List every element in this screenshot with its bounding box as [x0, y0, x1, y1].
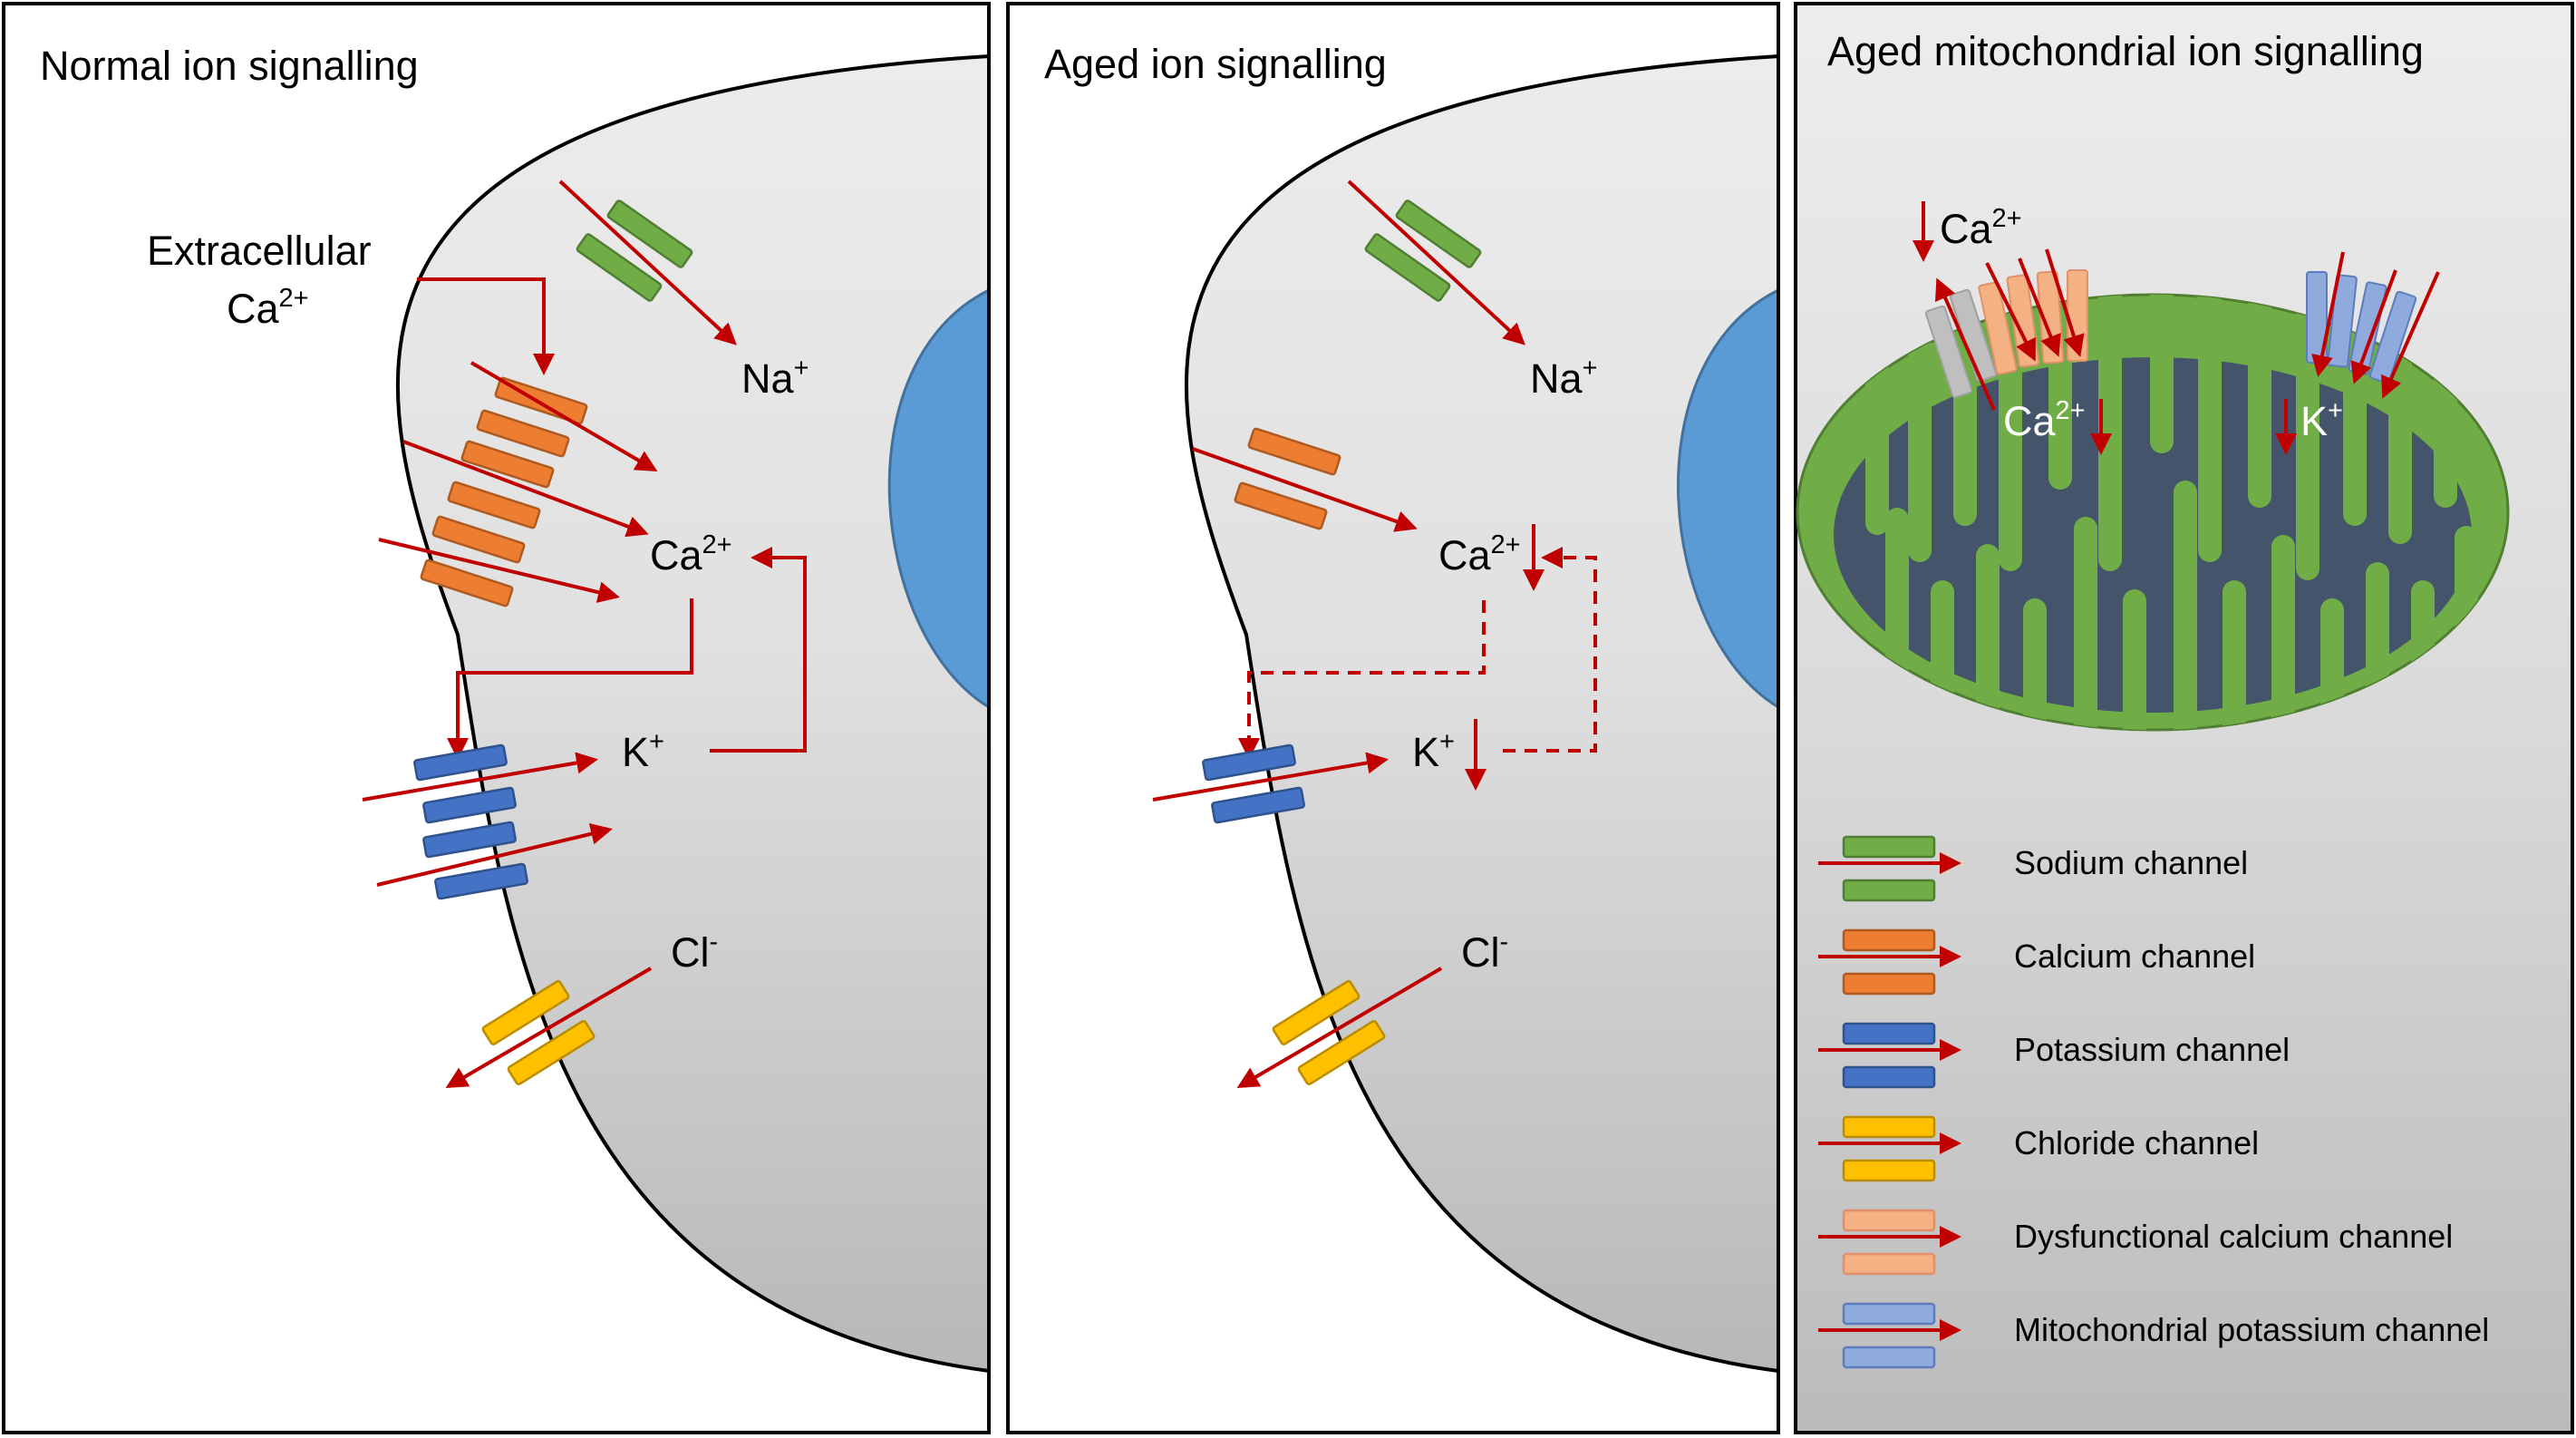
chloride-arrow-aged	[1236, 967, 1443, 1089]
mito-potassium-in-arrow-3	[2381, 271, 2440, 399]
legend-item: Mitochondrial potassium channel	[1818, 1302, 2489, 1369]
legend-item: Sodium channel	[1818, 835, 2248, 902]
nucleus-aged	[1677, 288, 1778, 709]
calcium-arrow-2	[402, 440, 649, 538]
extracellular-arrow	[417, 277, 555, 375]
legend-item: Chloride channel	[1818, 1115, 2259, 1182]
legend-swatch	[1842, 1346, 1936, 1369]
sodium-arrow-aged	[1347, 180, 1525, 345]
legend-label: Mitochondrial potassium channel	[2014, 1311, 2489, 1348]
legend-swatch	[1842, 1115, 1936, 1139]
potassium-to-calcium-arrow	[710, 547, 807, 753]
potassium-arrow-aged	[1152, 752, 1389, 802]
legend-label: Calcium channel	[2014, 938, 2255, 975]
panel-mitochondria: Aged mitochondrial ion signalling	[1794, 2, 2574, 1434]
chloride-label: Cl-	[671, 928, 718, 976]
legend-label: Chloride channel	[2014, 1124, 2259, 1161]
calcium-to-potassium-arrow	[447, 598, 693, 760]
legend-swatch	[1842, 1252, 1936, 1276]
cell-membrane-normal	[396, 53, 989, 1374]
panel-aged-border	[1006, 2, 1780, 1434]
mitochondrion	[1796, 293, 2510, 732]
panel-mito-title: Aged mitochondrial ion signalling	[1827, 28, 2424, 74]
panel-aged-title: Aged ion signalling	[1044, 41, 1387, 87]
legend-label: Sodium channel	[2014, 844, 2248, 881]
mito-cytosol-calcium-label: Ca2+	[1940, 204, 2022, 252]
sodium-label: Na+	[741, 354, 809, 402]
sodium-label-aged: Na+	[1530, 354, 1597, 402]
legend-item: Calcium channel	[1818, 928, 2255, 996]
legend-swatch	[1842, 928, 1936, 952]
legend-label: Dysfunctional calcium channel	[2014, 1218, 2453, 1255]
mito-calcium-in-arrow-3	[2045, 248, 2085, 357]
mito-potassium-in-arrow-1	[2311, 251, 2345, 377]
mito-matrix-potassium-label: K+	[2300, 396, 2343, 444]
potassium-arrow-2	[376, 822, 613, 887]
legend-swatch	[1842, 1022, 1936, 1045]
sodium-arrow	[558, 180, 737, 345]
calcium-to-potassium-dashed-arrow	[1238, 600, 1486, 760]
panel-normal: Normal ion signalling Na+ Extracellular …	[2, 2, 991, 1434]
panel-aged: Aged ion signalling Na+ Ca2+ K+ Cl-	[1006, 2, 1780, 1434]
panel-normal-border	[2, 2, 991, 1434]
potassium-label-aged: K+	[1412, 727, 1455, 775]
panel-normal-title: Normal ion signalling	[40, 43, 419, 89]
potassium-to-calcium-dashed-arrow	[1503, 547, 1597, 753]
legend-swatch	[1842, 1159, 1936, 1182]
potassium-label: K+	[622, 727, 664, 775]
legend-swatch	[1842, 1209, 1936, 1232]
nucleus-normal	[887, 288, 989, 709]
calcium-arrow-aged	[1192, 447, 1418, 532]
mito-calcium-out-arrow	[1935, 277, 1996, 411]
extracellular-label: Extracellular	[147, 228, 372, 274]
legend-item: Dysfunctional calcium channel	[1818, 1209, 2453, 1276]
mito-calcium-in-arrow-2	[2018, 257, 2061, 357]
chloride-arrow	[445, 967, 653, 1089]
legend-swatch	[1842, 879, 1936, 902]
legend-swatch	[1842, 1302, 1936, 1326]
legend-label: Potassium channel	[2014, 1031, 2290, 1068]
calcium-arrow-1	[470, 361, 658, 472]
mito-potassium-in-arrow-2	[2350, 269, 2397, 384]
mito-calcium-in-arrow-1	[1985, 262, 2036, 362]
chloride-label-aged: Cl-	[1461, 928, 1508, 976]
mito-matrix-calcium-label: Ca2+	[2003, 396, 2086, 444]
calcium-label: Ca2+	[650, 530, 732, 578]
extracellular-calcium-label: Ca2+	[227, 284, 309, 332]
legend-swatch	[1842, 835, 1936, 859]
legend-swatch	[1842, 1065, 1936, 1089]
potassium-arrow-1	[362, 752, 598, 802]
legend-swatch	[1842, 972, 1936, 996]
legend-item: Potassium channel	[1818, 1022, 2290, 1089]
calcium-label-aged: Ca2+	[1438, 530, 1521, 578]
cell-membrane-aged	[1185, 53, 1778, 1374]
calcium-arrow-3	[378, 538, 620, 603]
